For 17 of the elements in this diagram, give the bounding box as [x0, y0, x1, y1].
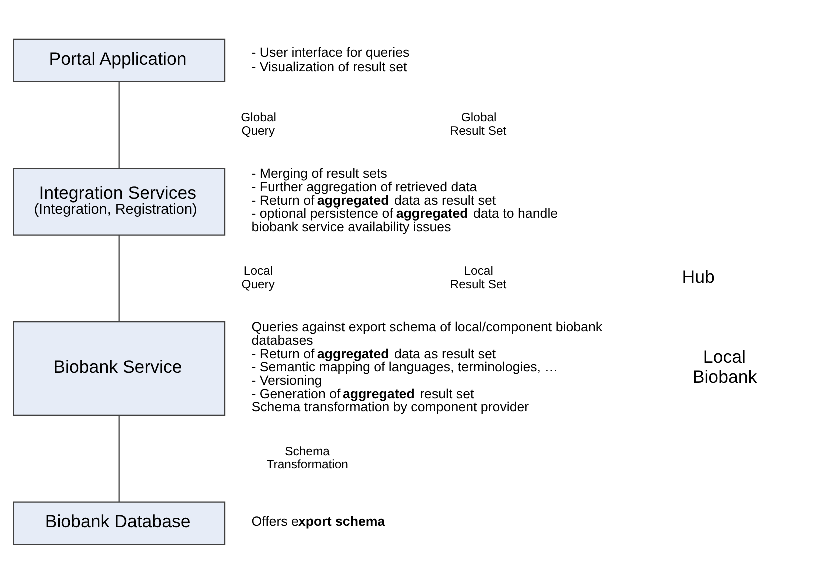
- connector: [118, 234, 120, 322]
- node-label: - Generation of aggregated result set: [252, 386, 474, 401]
- node-label: - Merging of result sets: [252, 166, 388, 181]
- label: Global Result Set: [450, 110, 507, 138]
- connector: [118, 81, 120, 168]
- connector: [118, 415, 120, 502]
- node-label: - Return of aggregated data as result set: [252, 346, 496, 361]
- node-label: Offers export schema: [252, 513, 386, 528]
- label: Schema Transformation: [266, 444, 348, 472]
- node-label: - Versioning: [252, 372, 322, 388]
- label: Global Query: [241, 110, 276, 138]
- label: Local Query: [242, 264, 275, 291]
- label: Hub: [682, 266, 715, 286]
- node-label: - User interface for queries: [252, 44, 410, 60]
- label: Local Result Set: [450, 264, 507, 291]
- label: Local Biobank: [692, 346, 758, 387]
- node-label: - Visualization of result set: [252, 58, 408, 74]
